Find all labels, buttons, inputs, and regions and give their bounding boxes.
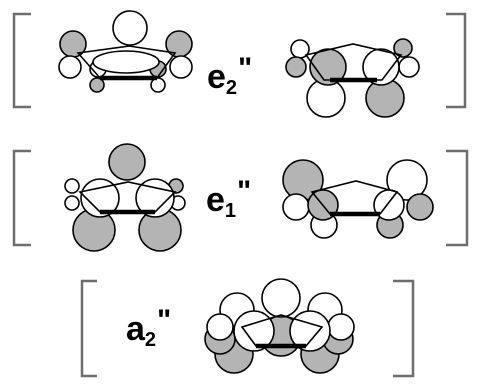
label-a2-subscript: 2 <box>144 329 157 351</box>
bracket-left-e2 <box>12 12 31 109</box>
label-a2-main: a <box>126 310 145 348</box>
label-e1-prime: " <box>237 175 252 208</box>
label-e1-main: e <box>206 181 225 219</box>
orbital-e2-b <box>285 38 420 118</box>
orbital-e1-b <box>282 159 434 239</box>
bracket-left-a2 <box>80 279 97 378</box>
bracket-right-e2 <box>446 12 467 109</box>
label-e2-subscript: 2 <box>225 77 238 99</box>
label-e2-prime: " <box>238 52 253 85</box>
bracket-right-e1 <box>446 149 469 247</box>
bracket-right-a2 <box>393 279 415 378</box>
orbital-a2 <box>204 278 355 374</box>
orbital-e1-a <box>64 143 186 252</box>
bracket-left-e1 <box>12 149 31 247</box>
label-a2-prime: " <box>157 304 172 337</box>
orbital-e2-a <box>58 10 193 93</box>
label-e2-double-prime: e2" <box>207 52 253 99</box>
label-e1-double-prime: e1" <box>206 175 252 222</box>
label-a2-double-prime: a2" <box>126 304 172 351</box>
label-e1-subscript: 1 <box>224 200 237 222</box>
label-e2-main: e <box>207 58 226 96</box>
